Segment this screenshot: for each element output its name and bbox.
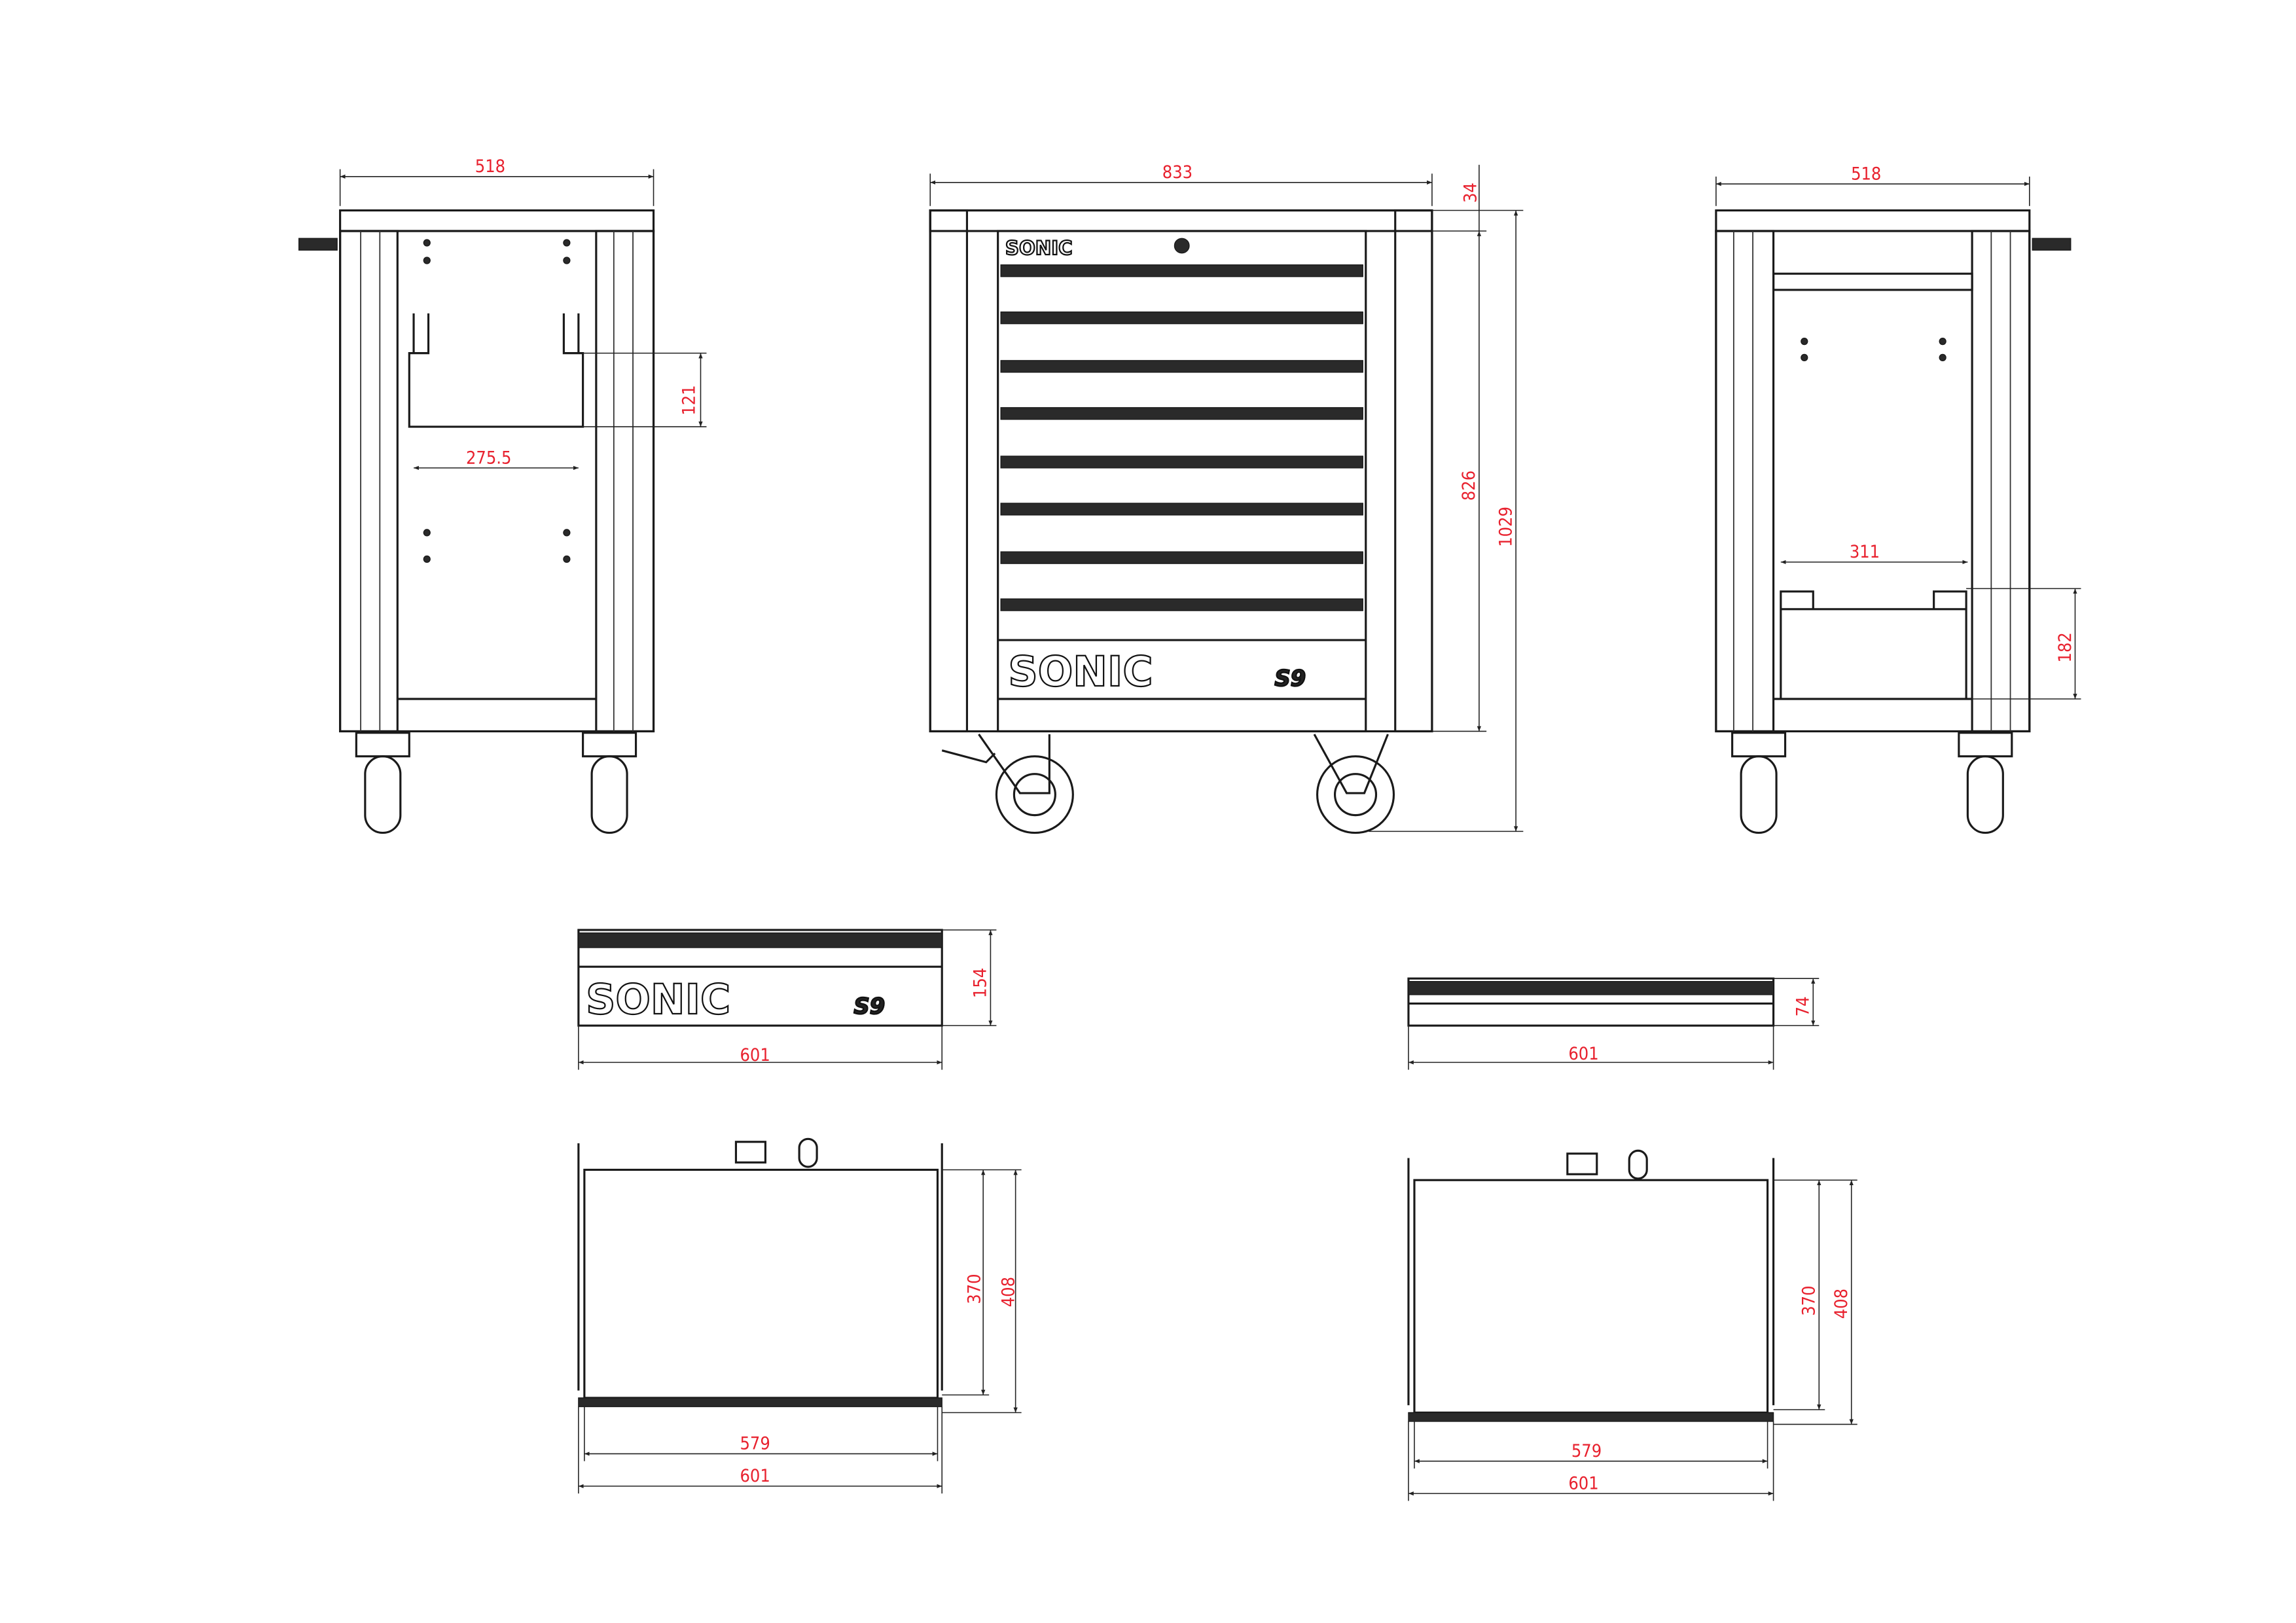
caster-wheel (355, 732, 410, 834)
dim-bracket-width: 311 (1850, 542, 1880, 562)
front-view: SONIC SONIC S9 833 34 826 1029 (929, 162, 1524, 834)
dim-outer-depth: 408 (1831, 1289, 1852, 1319)
dim-body-height: 826 (1459, 471, 1479, 501)
drawer-front-large: SONIC S9 154 601 (577, 929, 997, 1070)
drawer-top-view-left: 370 408 579 601 (577, 1137, 1022, 1494)
dim-top-thickness: 34 (1460, 183, 1480, 203)
left-side-view: 518 121 275.5 (298, 156, 707, 834)
dim-total-height: 1029 (1496, 507, 1516, 547)
drawer-front-small: 74 601 (1407, 977, 1820, 1070)
dim-height: 74 (1793, 996, 1814, 1016)
dim-width: 601 (1568, 1044, 1598, 1064)
dim-inner-depth: 370 (965, 1274, 985, 1304)
right-side-view: 518 311 182 (1715, 164, 2081, 834)
caster-wheel (1313, 734, 1395, 834)
dim-bracket-height: 182 (2055, 632, 2075, 662)
dim-height: 154 (971, 968, 991, 998)
caster-wheel (1958, 732, 2013, 834)
dim-bracket-height: 121 (679, 385, 699, 415)
dim-width: 833 (1162, 162, 1193, 183)
model-badge: S9 (1274, 666, 1306, 691)
dim-outer-depth: 408 (998, 1277, 1018, 1307)
dim-width: 601 (740, 1045, 770, 1065)
caster-wheel (582, 732, 637, 834)
dim-inner-width: 579 (740, 1434, 770, 1454)
dim-outer-width: 601 (1568, 1473, 1598, 1493)
caster-wheel (978, 734, 1074, 834)
dim-bracket-width: 275.5 (466, 448, 511, 468)
drawer-top-view-right: 370 408 579 601 (1407, 1149, 1857, 1501)
dim-width: 518 (1851, 164, 1881, 184)
dim-outer-width: 601 (740, 1466, 770, 1486)
brand-logo: SONIC (586, 976, 730, 1024)
model-badge: S9 (853, 993, 885, 1019)
brand-logo-small: SONIC (1005, 237, 1073, 259)
dim-width: 518 (475, 156, 505, 177)
dim-inner-width: 579 (1571, 1441, 1602, 1461)
brand-logo: SONIC (1008, 648, 1153, 696)
dim-inner-depth: 370 (1799, 1285, 1820, 1315)
caster-wheel (1731, 732, 1787, 834)
